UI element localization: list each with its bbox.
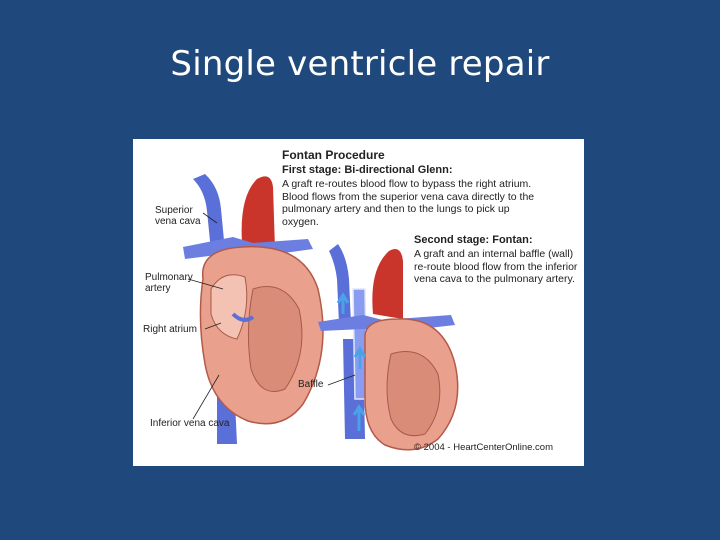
ventricle-2 xyxy=(386,351,441,437)
fontan-diagram: Fontan Procedure First stage: Bi-directi… xyxy=(133,139,584,466)
aorta-2 xyxy=(372,248,403,319)
right-atrium-1 xyxy=(210,274,248,340)
stage2-description: A graft and an internal baffle (wall) re… xyxy=(414,248,578,285)
superior-vena-cava-1 xyxy=(193,174,225,251)
valve-1 xyxy=(231,312,255,322)
stage1-heading: First stage: Bi-directional Glenn: xyxy=(282,164,453,176)
procedure-title: Fontan Procedure xyxy=(282,148,385,162)
heart-second-stage xyxy=(318,244,459,451)
stage1-description: A graft re-routes blood flow to bypass t… xyxy=(282,178,535,228)
label-baffle: Baffle xyxy=(298,379,324,390)
ventricle-1 xyxy=(247,286,303,392)
flow-arrow-up-2 xyxy=(353,346,367,369)
flow-arrow-up-3 xyxy=(336,292,350,314)
label-superior-vena-cava: Superior vena cava xyxy=(155,205,201,227)
superior-vena-cava-2 xyxy=(329,244,351,324)
label-inferior-vena-cava: Inferior vena cava xyxy=(150,418,230,429)
label-leader-lines xyxy=(187,212,356,420)
slide-title: Single ventricle repair xyxy=(170,44,550,84)
heart-illustrations xyxy=(183,174,459,451)
leader-ivc xyxy=(192,374,220,420)
leader-svc xyxy=(202,212,218,224)
label-right-atrium: Right atrium xyxy=(143,324,197,335)
leader-ra xyxy=(204,322,222,330)
aorta-1 xyxy=(241,176,275,254)
copyright-notice: © 2004 - HeartCenterOnline.com xyxy=(414,442,554,453)
leader-baffle xyxy=(327,374,356,386)
heart-first-stage xyxy=(183,174,324,444)
label-pulmonary-artery: Pulmonary artery xyxy=(145,272,193,294)
flow-arrow-up-1 xyxy=(352,404,366,431)
leader-pa xyxy=(187,278,224,290)
stage2-heading: Second stage: Fontan: xyxy=(414,234,533,246)
